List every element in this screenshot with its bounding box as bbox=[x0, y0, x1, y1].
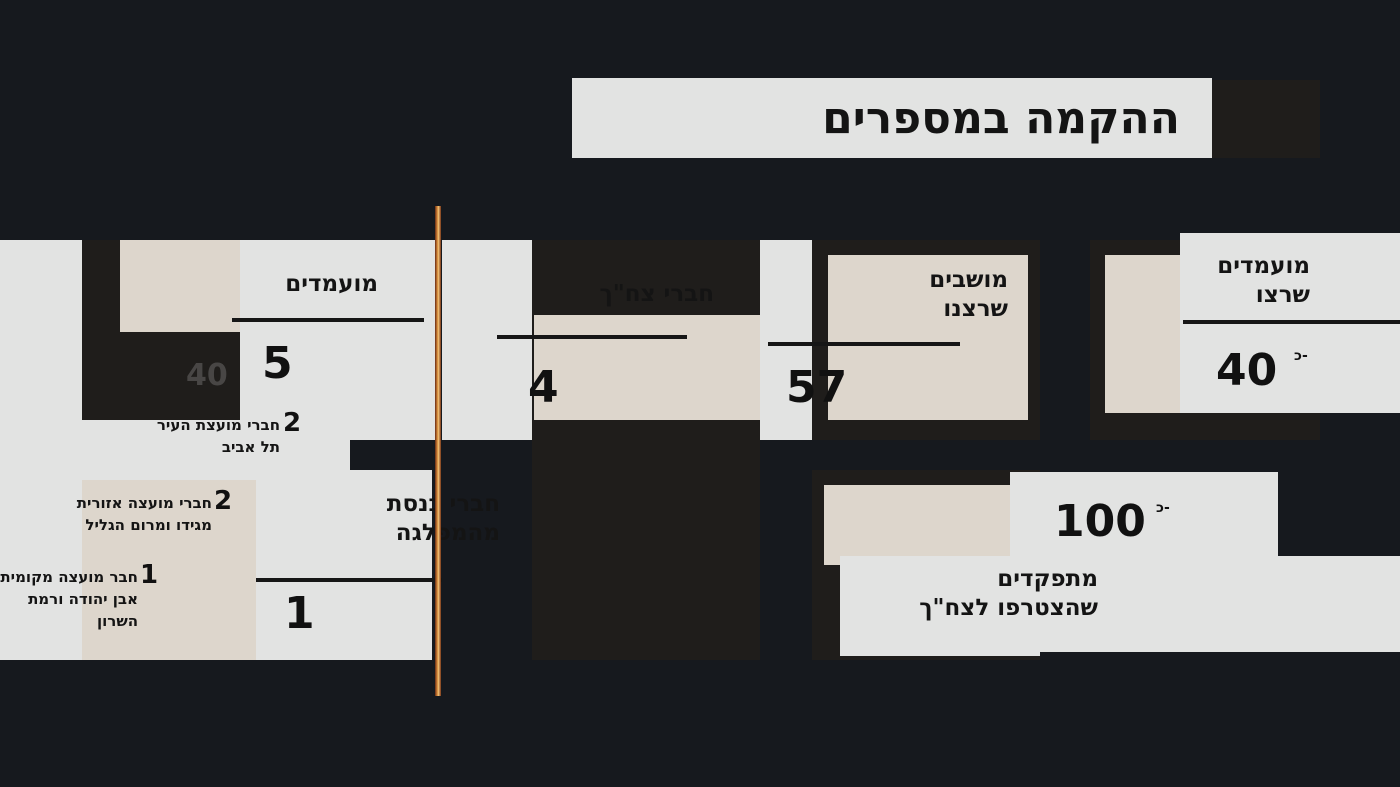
stat-card-5-strip bbox=[1010, 472, 1278, 556]
stat-card-4-paper-right bbox=[240, 240, 435, 440]
stat-card-3-label: חברי צח"ך bbox=[599, 281, 714, 307]
stat-card-5-inner bbox=[824, 485, 1034, 565]
stat-card-6-overlay bbox=[256, 470, 432, 660]
stat-card-3-inner bbox=[534, 315, 760, 420]
stat-card-5-strip-right bbox=[1040, 556, 1400, 652]
stat-card-4-paper-left bbox=[0, 240, 82, 660]
stat-card-5-value: 100 bbox=[1054, 496, 1146, 547]
stat-card-3-rule bbox=[497, 335, 687, 339]
sub-item-2-count: 2 bbox=[214, 486, 233, 516]
stat-card-6-value: 1 bbox=[284, 588, 315, 639]
stat-card-1-rule bbox=[1183, 320, 1400, 324]
stat-card-3-value: 4 bbox=[528, 362, 559, 413]
stat-card-1-prefix: כ- bbox=[1294, 348, 1308, 364]
sub-item-1-count: 2 bbox=[283, 408, 302, 438]
stat-card-2-paper bbox=[760, 240, 812, 440]
stat-card-6-rule bbox=[256, 578, 442, 582]
stat-card-2-rule bbox=[768, 342, 960, 346]
stat-card-1-value: 40 bbox=[1216, 345, 1278, 396]
stat-card-4-shadow-number: 40 bbox=[186, 358, 228, 393]
stat-card-5-prefix: כ- bbox=[1156, 500, 1170, 516]
title-banner bbox=[572, 78, 1212, 158]
stat-card-5-strip-lower bbox=[840, 556, 1040, 656]
page-title: ההקמה במספרים bbox=[822, 93, 1180, 144]
stat-card-3-bg bbox=[532, 240, 760, 660]
stat-card-4-label: מועמדים bbox=[285, 271, 378, 297]
stat-card-4-value: 5 bbox=[262, 338, 293, 389]
accent-divider bbox=[435, 206, 441, 696]
stat-card-4-rule bbox=[232, 318, 424, 322]
stat-card-2-inner bbox=[828, 255, 1028, 420]
stat-card-2-value: 57 bbox=[786, 362, 848, 413]
stat-card-3-paper bbox=[442, 240, 534, 440]
sub-item-3-count: 1 bbox=[140, 560, 159, 590]
